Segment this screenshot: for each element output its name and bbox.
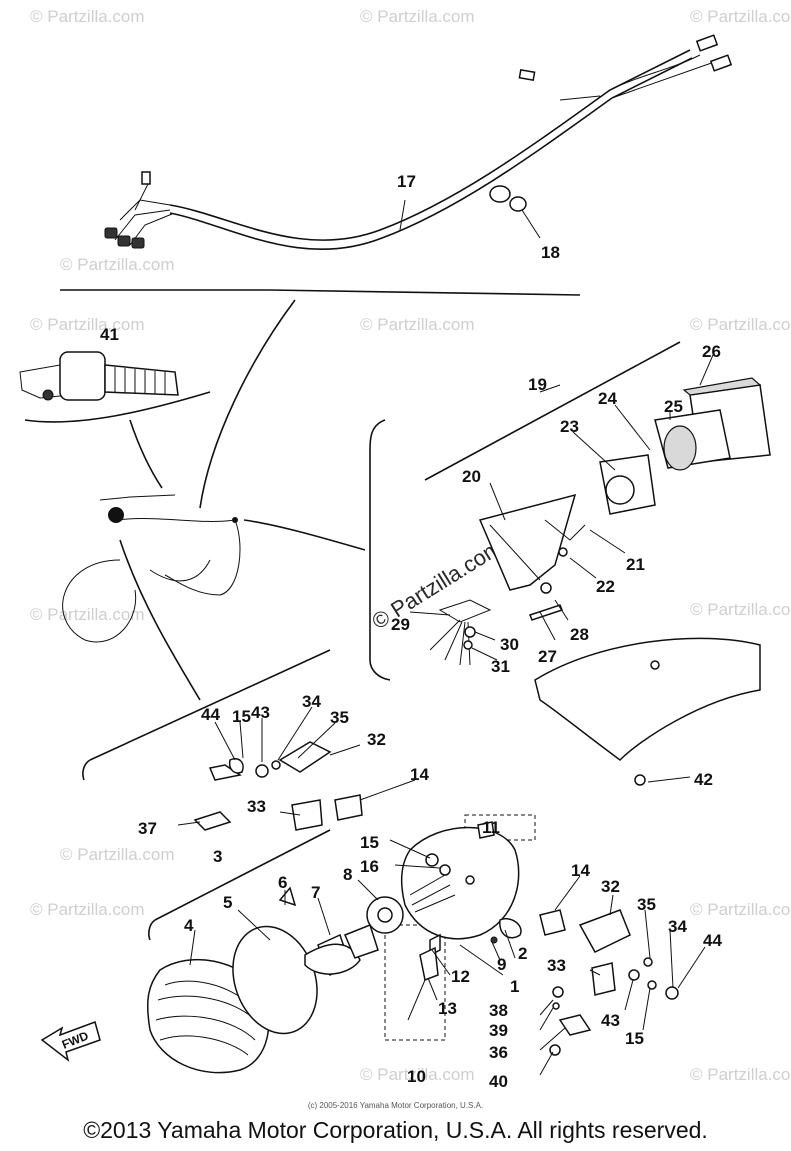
part-label: 35 xyxy=(637,895,656,914)
watermark: © Partzilla.com xyxy=(30,900,145,919)
part-label: 33 xyxy=(247,797,266,816)
part-label: 34 xyxy=(668,917,687,936)
part-label: 35 xyxy=(330,708,349,727)
part-label: 42 xyxy=(694,770,713,789)
watermark: © Partzilla.com xyxy=(690,7,791,26)
part-label: 29 xyxy=(391,615,410,634)
part-label: 1 xyxy=(510,977,519,996)
part-label: 20 xyxy=(462,467,481,486)
taillight-group xyxy=(369,341,771,681)
part-label: 39 xyxy=(489,1021,508,1040)
part-label: 10 xyxy=(407,1067,426,1086)
part-label: 32 xyxy=(601,877,620,896)
part-label: 40 xyxy=(489,1072,508,1091)
part-label: 15 xyxy=(360,833,379,852)
part-label: 26 xyxy=(702,342,721,361)
part-label: 2 xyxy=(518,944,527,963)
part-label: 36 xyxy=(489,1043,508,1062)
watermark: © Partzilla.com xyxy=(60,845,175,864)
watermark: © Partzilla.com xyxy=(30,605,145,624)
part-labels: 17 18 41 19 26 25 24 23 20 21 22 28 27 2… xyxy=(100,172,722,1091)
part-label: 22 xyxy=(596,577,615,596)
part-label: 33 xyxy=(547,956,566,975)
headlight-group xyxy=(82,649,536,1041)
part-label: 21 xyxy=(626,555,645,574)
part-label: 23 xyxy=(560,417,579,436)
part-label: 30 xyxy=(500,635,519,654)
part-label: 44 xyxy=(703,931,722,950)
part-label: 9 xyxy=(497,955,506,974)
part-label: 32 xyxy=(367,730,386,749)
motorcycle-outline xyxy=(62,299,366,701)
watermark-center: © Partzilla.com xyxy=(367,534,506,634)
part-label: 19 xyxy=(528,375,547,394)
part-label: 31 xyxy=(491,657,510,676)
watermark: © Partzilla.com xyxy=(360,7,475,26)
handlebar-switch xyxy=(19,351,211,423)
part-label: 5 xyxy=(223,893,232,912)
part-label: 41 xyxy=(100,325,119,344)
part-label: 43 xyxy=(601,1011,620,1030)
wire-harness xyxy=(60,34,733,296)
watermark: © Partzilla.com xyxy=(690,600,791,619)
part-label: 27 xyxy=(538,647,557,666)
part-label: 34 xyxy=(302,692,321,711)
part-label: 15 xyxy=(625,1029,644,1048)
fwd-arrow-icon: FWD xyxy=(40,1021,101,1062)
part-label: 25 xyxy=(664,397,683,416)
part-label: 44 xyxy=(201,705,220,724)
part-label: 13 xyxy=(438,999,457,1018)
watermark: © Partzilla.com xyxy=(60,255,175,274)
watermark: © Partzilla.com xyxy=(690,900,791,919)
watermark: © Partzilla.com xyxy=(30,7,145,26)
part-label: 28 xyxy=(570,625,589,644)
watermark: © Partzilla.com xyxy=(690,315,791,334)
part-label: 11 xyxy=(482,818,500,837)
watermark: © Partzilla.com xyxy=(360,1065,475,1084)
rear-fender xyxy=(534,637,761,786)
turn-signal-parts xyxy=(193,741,679,1056)
part-label: 6 xyxy=(278,873,287,892)
watermark: © Partzilla.com xyxy=(30,315,145,334)
leader-lines xyxy=(177,354,714,1076)
part-label: 38 xyxy=(489,1001,508,1020)
part-label: 3 xyxy=(213,847,222,866)
part-label: 14 xyxy=(410,765,429,784)
part-label: 37 xyxy=(138,819,157,838)
part-label: 7 xyxy=(311,883,320,902)
small-copyright: (c) 2005-2016 Yamaha Motor Corporation, … xyxy=(307,1101,484,1110)
headlight-parts xyxy=(146,821,522,1074)
watermark: © Partzilla.com xyxy=(690,1065,791,1084)
part-label: 43 xyxy=(251,703,270,722)
part-label: 18 xyxy=(541,243,560,262)
part-label: 16 xyxy=(360,857,379,876)
part-label: 4 xyxy=(184,916,194,935)
footer-copyright: ©2013 Yamaha Motor Corporation, U.S.A. A… xyxy=(83,1117,708,1143)
part-label: 24 xyxy=(598,389,617,408)
part-label: 8 xyxy=(343,865,352,884)
part-label: 17 xyxy=(397,172,416,191)
part-label: 12 xyxy=(451,967,470,986)
part-label: 14 xyxy=(571,861,590,880)
part-label: 15 xyxy=(232,707,251,726)
watermark: © Partzilla.com xyxy=(360,315,475,334)
